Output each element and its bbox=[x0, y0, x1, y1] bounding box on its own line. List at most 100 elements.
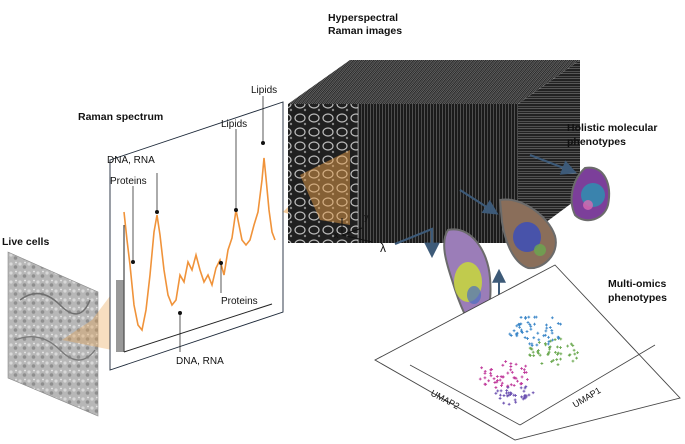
umap-point bbox=[550, 360, 554, 364]
umap-point bbox=[514, 400, 518, 404]
umap-point bbox=[571, 344, 575, 348]
umap-plane bbox=[374, 264, 681, 441]
umap-point bbox=[516, 379, 519, 383]
umap-point bbox=[523, 336, 527, 339]
umap-point bbox=[533, 322, 536, 326]
umap-point bbox=[566, 344, 570, 348]
umap-point bbox=[569, 342, 573, 346]
cube-side-face bbox=[518, 60, 580, 243]
hyperspectral-label-line1: Hyperspectral bbox=[328, 12, 398, 24]
umap-point bbox=[571, 359, 575, 363]
umap-point bbox=[500, 381, 504, 385]
umap-point bbox=[536, 331, 540, 335]
holistic-label-line1: Holistic molecular bbox=[567, 122, 657, 134]
umap-point bbox=[508, 332, 512, 336]
umap-point bbox=[568, 353, 572, 357]
umap-point bbox=[512, 383, 516, 387]
umap-point bbox=[531, 391, 535, 395]
umap-point bbox=[547, 335, 550, 339]
umap-point bbox=[489, 371, 493, 375]
umap-point bbox=[507, 391, 511, 395]
umap-point bbox=[496, 389, 500, 393]
umap-point bbox=[519, 382, 523, 386]
umap-point bbox=[514, 394, 517, 397]
umap-point bbox=[559, 346, 562, 349]
umap-point bbox=[523, 396, 527, 400]
umap-point bbox=[498, 396, 502, 400]
live-cells-label: Live cells bbox=[2, 236, 49, 248]
umap-point bbox=[499, 389, 503, 393]
umap-point bbox=[551, 358, 555, 362]
umap-point bbox=[494, 391, 498, 395]
umap-point bbox=[502, 401, 506, 405]
umap-point bbox=[518, 325, 522, 329]
umap-point bbox=[506, 371, 510, 375]
umap-point bbox=[509, 362, 513, 365]
umap-point bbox=[510, 370, 514, 374]
umap-point bbox=[513, 398, 517, 402]
umap-point bbox=[548, 345, 552, 349]
multiomics-label-line1: Multi-omics bbox=[608, 278, 666, 290]
umap-point bbox=[500, 384, 503, 387]
umap-point bbox=[483, 371, 487, 375]
cube-axis-y: y bbox=[364, 212, 369, 222]
umap-point bbox=[520, 375, 524, 379]
umap-point bbox=[509, 368, 513, 372]
umap-point bbox=[556, 351, 560, 355]
umap-point bbox=[520, 330, 524, 333]
umap-point bbox=[507, 402, 511, 406]
umap-point bbox=[540, 362, 544, 365]
umap-point bbox=[517, 322, 521, 326]
peak-label-dna-rna-2: DNA, RNA bbox=[176, 356, 224, 367]
umap-point bbox=[519, 386, 523, 390]
umap-point bbox=[492, 377, 496, 381]
umap-point bbox=[536, 350, 540, 354]
umap-point bbox=[547, 340, 551, 343]
phenotype-cell-3 bbox=[570, 166, 610, 222]
umap-point bbox=[550, 329, 554, 332]
umap-point bbox=[494, 386, 498, 389]
umap-point bbox=[478, 377, 482, 381]
multiomics-label-line2: phenotypes bbox=[608, 292, 667, 304]
umap-point bbox=[545, 323, 548, 327]
umap-point bbox=[487, 379, 491, 383]
umap-point bbox=[515, 324, 519, 328]
arrow-to-cell-2 bbox=[459, 189, 499, 215]
peak-marker bbox=[219, 261, 223, 265]
umap-point bbox=[524, 315, 527, 319]
umap-point bbox=[521, 397, 525, 401]
umap-point bbox=[506, 385, 510, 389]
umap-point bbox=[576, 351, 579, 355]
umap-point bbox=[536, 349, 540, 352]
peak-label-lipids-1: Lipids bbox=[221, 119, 247, 130]
umap-point bbox=[519, 315, 523, 319]
cube-front-face bbox=[358, 104, 518, 243]
umap-point bbox=[520, 367, 524, 370]
umap-point bbox=[543, 333, 547, 337]
umap-point bbox=[496, 379, 499, 382]
umap-point bbox=[505, 394, 509, 398]
cube-axis-lambda: λ bbox=[380, 241, 386, 255]
umap-point bbox=[490, 368, 494, 371]
umap-point bbox=[509, 365, 513, 368]
umap-point bbox=[531, 350, 535, 354]
umap-point bbox=[484, 382, 488, 386]
umap-point bbox=[550, 316, 554, 320]
umap-point bbox=[525, 378, 529, 381]
umap-point bbox=[501, 363, 505, 367]
phenotype-cell-2 bbox=[498, 198, 557, 270]
umap-point bbox=[524, 364, 528, 368]
peak-marker bbox=[261, 141, 265, 145]
peak-annotations bbox=[131, 96, 265, 352]
umap-point bbox=[502, 394, 506, 397]
umap-point bbox=[526, 337, 529, 340]
peak-marker bbox=[178, 311, 182, 315]
cube-axis-x: x bbox=[334, 230, 339, 240]
umap-point bbox=[549, 339, 553, 343]
umap-point bbox=[554, 350, 557, 354]
umap-point bbox=[509, 334, 513, 337]
peak-label-dna-rna-1: DNA, RNA bbox=[107, 155, 155, 166]
umap-point bbox=[522, 389, 526, 393]
umap-point bbox=[529, 324, 533, 328]
peak-label-proteins-2: Proteins bbox=[221, 296, 258, 307]
